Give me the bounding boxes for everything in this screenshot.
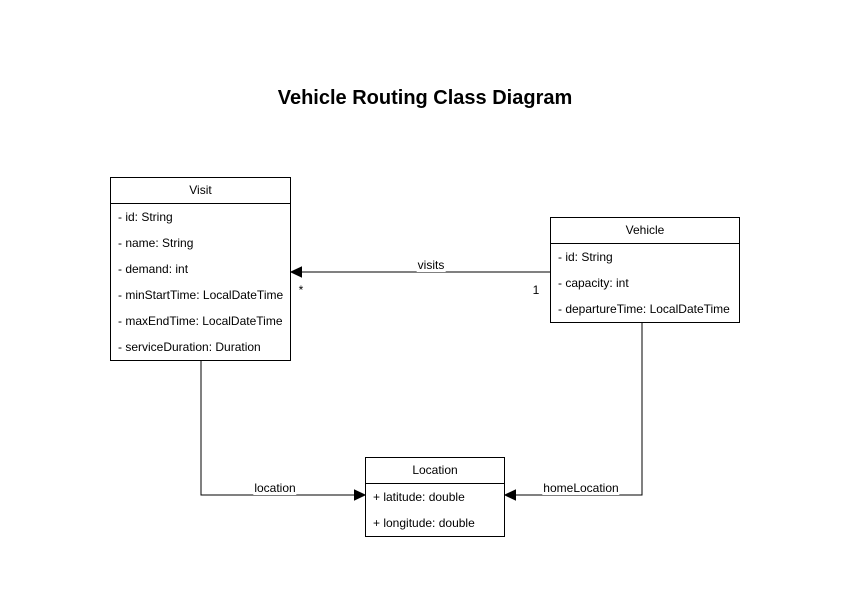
homelocation-arrowhead-icon — [503, 489, 516, 501]
location-class-name: Location — [366, 458, 504, 484]
vehicle-class-box: Vehicle - id: String - capacity: int - d… — [550, 217, 740, 323]
homelocation-edge-line — [513, 321, 643, 496]
visits-edge-label: visits — [416, 258, 446, 272]
visit-class-box: Visit - id: String - name: String - dema… — [110, 177, 291, 361]
visit-attributes: - id: String - name: String - demand: in… — [111, 204, 290, 360]
vehicle-attribute: - departureTime: LocalDateTime — [558, 302, 730, 316]
location-edge-label: location — [253, 481, 297, 495]
visit-attribute: - serviceDuration: Duration — [118, 340, 261, 354]
location-class-box: Location + latitude: double + longitude:… — [365, 457, 505, 537]
location-edge-line — [200, 360, 357, 496]
vehicle-class-name: Vehicle — [551, 218, 739, 244]
visit-attribute: - id: String — [118, 210, 173, 224]
vehicle-attribute: - capacity: int — [558, 276, 629, 290]
location-arrowhead-icon — [354, 489, 367, 501]
location-attribute: + latitude: double — [373, 490, 465, 504]
location-edge — [200, 360, 367, 501]
visits-arrowhead-icon — [289, 266, 302, 278]
visit-attribute: - demand: int — [118, 262, 189, 276]
visits-edge — [289, 266, 550, 278]
diagram-title: Vehicle Routing Class Diagram — [277, 87, 573, 109]
visit-attribute: - name: String — [118, 236, 194, 250]
homelocation-edge-label: homeLocation — [542, 481, 620, 495]
vehicle-attribute: - id: String — [558, 250, 613, 264]
vehicle-attributes: - id: String - capacity: int - departure… — [551, 244, 739, 322]
visit-attribute: - maxEndTime: LocalDateTime — [118, 314, 283, 328]
homelocation-edge — [503, 321, 643, 501]
visit-class-name: Visit — [111, 178, 290, 204]
location-attribute: + longitude: double — [373, 516, 475, 530]
visit-attribute: - minStartTime: LocalDateTime — [118, 288, 284, 302]
location-attributes: + latitude: double + longitude: double — [366, 484, 504, 536]
visits-source-multiplicity: 1 — [532, 283, 540, 297]
visits-target-multiplicity: * — [298, 283, 304, 297]
